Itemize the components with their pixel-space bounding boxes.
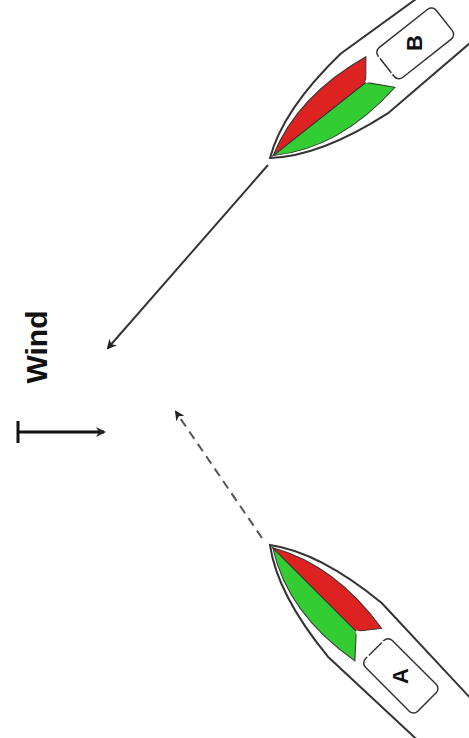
boat-letter: A	[388, 668, 414, 684]
course-arrow-dashed	[176, 412, 262, 538]
wind-label: Wind	[19, 310, 53, 383]
boat	[246, 0, 469, 188]
course-arrow	[108, 165, 268, 348]
boat-letter: B	[402, 35, 428, 51]
wind-arrow	[18, 431, 104, 434]
boat-letter-box: A	[385, 660, 417, 692]
boat	[243, 518, 469, 738]
boat-letter-box: B	[399, 27, 431, 59]
